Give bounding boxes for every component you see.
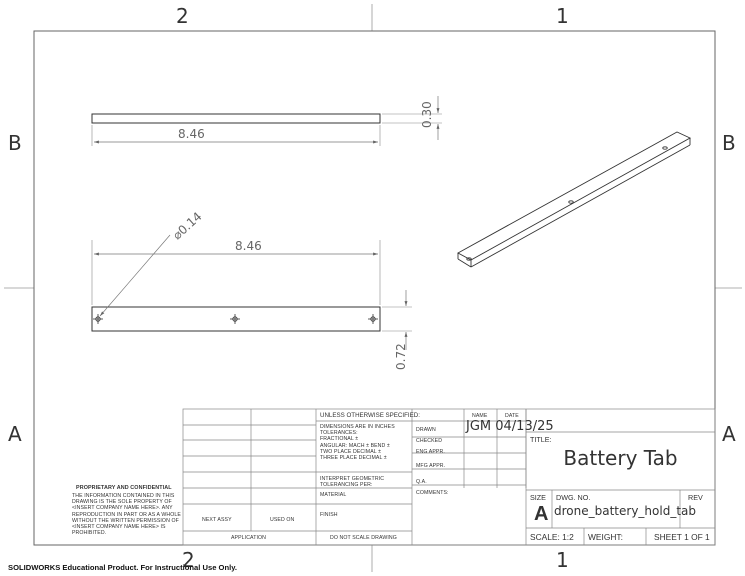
drawn-value: JGM 04/13/25 — [466, 419, 554, 434]
dim-bottom-length: 8.46 — [235, 239, 262, 253]
top-view — [91, 96, 442, 146]
proprietary-text: THE INFORMATION CONTAINED IN THIS DRAWIN… — [72, 493, 181, 537]
zone-label-right-upper: B — [722, 131, 736, 155]
title-block-grid — [182, 408, 716, 546]
dim-width: 0.72 — [394, 343, 408, 370]
do-not-scale-label: DO NOT SCALE DRAWING — [330, 535, 397, 541]
zone-label-top-left: 2 — [176, 4, 189, 28]
next-assy-label: NEXT ASSY — [202, 517, 232, 523]
dim-thickness: 0.30 — [420, 101, 434, 128]
hole-center — [230, 314, 240, 324]
application-label: APPLICATION — [231, 535, 267, 541]
zone-label-right-lower: A — [722, 422, 736, 446]
weight-label: WEIGHT: — [588, 532, 623, 542]
size-label: SIZE — [530, 493, 546, 502]
proprietary-header: PROPRIETARY AND CONFIDENTIAL — [76, 485, 172, 491]
tolerance-header: UNLESS OTHERWISE SPECIFIED: — [320, 412, 420, 419]
dwg-no-value: drone_battery_hold_tab — [554, 504, 696, 518]
approval-comments: COMMENTS: — [416, 490, 449, 496]
date-header: DATE — [505, 413, 519, 419]
name-header: NAME — [472, 413, 488, 419]
used-on-label: USED ON — [270, 517, 295, 523]
dim-top-length: 8.46 — [178, 127, 205, 141]
approval-drawn: DRAWN — [416, 427, 436, 433]
rev-label: REV — [688, 493, 703, 502]
interpret-tolerancing: INTERPRET GEOMETRIC TOLERANCING PER: — [320, 476, 385, 489]
zone-label-bottom-right: 1 — [556, 548, 569, 572]
approval-eng: ENG APPR. — [416, 449, 445, 455]
zone-label-top-right: 1 — [556, 4, 569, 28]
scale-label: SCALE: 1:2 — [530, 532, 574, 542]
hole-right — [368, 314, 378, 324]
drawing-title: Battery Tab — [563, 446, 678, 470]
finish-label: FINISH — [320, 512, 338, 518]
isometric-view — [457, 131, 691, 268]
zone-label-left-lower: A — [8, 422, 22, 446]
sheet-label: SHEET 1 OF 1 — [654, 532, 710, 542]
title-label: TITLE: — [530, 435, 552, 444]
material-label: MATERIAL — [320, 492, 347, 498]
size-value: A — [534, 503, 549, 525]
approval-checked: CHECKED — [416, 438, 443, 444]
approval-qa: Q.A. — [416, 479, 427, 485]
hole-left — [93, 314, 103, 324]
dwg-no-label: DWG. NO. — [556, 493, 591, 502]
educational-footer: SOLIDWORKS Educational Product. For Inst… — [8, 563, 237, 572]
zone-label-left-upper: B — [8, 131, 22, 155]
tolerance-lines: DIMENSIONS ARE IN INCHES TOLERANCES: FRA… — [320, 424, 395, 462]
zone-label-bottom-left: 2 — [182, 548, 195, 572]
approval-mfg: MFG APPR. — [416, 463, 446, 469]
front-view — [91, 234, 412, 350]
